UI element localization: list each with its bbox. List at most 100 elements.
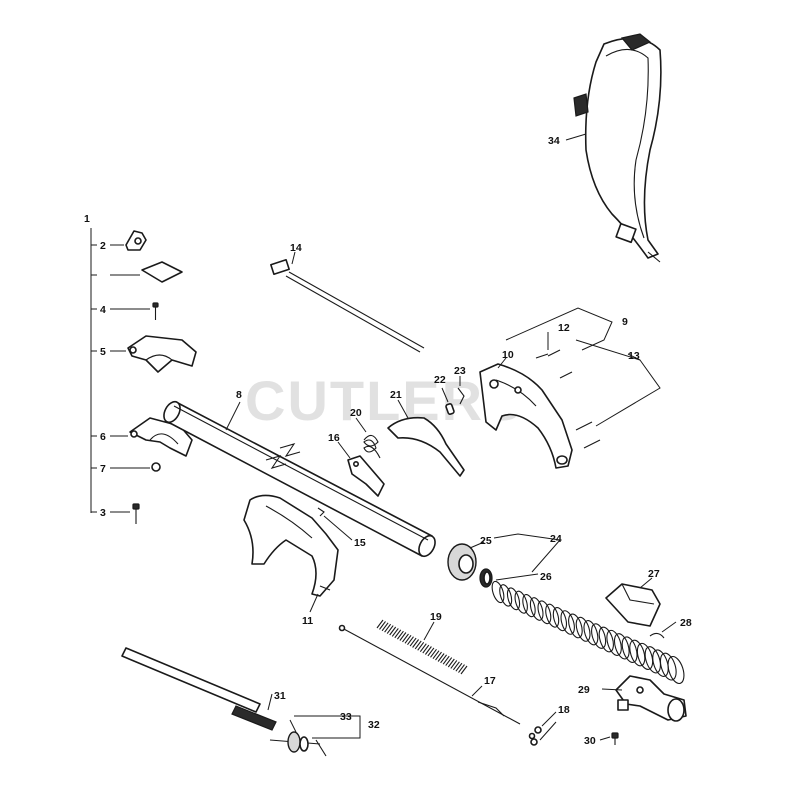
callout-30: 30 xyxy=(584,735,596,747)
callout-17: 17 xyxy=(484,675,496,687)
sleeve-coil xyxy=(452,661,460,671)
part-18-nuts xyxy=(530,726,542,746)
callout-12: 12 xyxy=(558,322,570,334)
callout-24: 24 xyxy=(550,533,562,545)
sleeve-coil xyxy=(384,623,392,633)
sleeve-coil xyxy=(407,636,414,646)
part-26-ring xyxy=(479,568,493,588)
part-21-lever xyxy=(387,416,465,477)
sleeve-coil xyxy=(432,650,440,660)
callout-6: 6 xyxy=(100,431,106,443)
spring-coil xyxy=(552,607,568,632)
callout-11: 11 xyxy=(302,615,313,627)
sleeve-coil xyxy=(376,619,384,629)
callout-8: 8 xyxy=(236,389,242,401)
callout-28: 28 xyxy=(680,617,692,629)
callout-22: 22 xyxy=(434,374,446,386)
spring-coil xyxy=(606,629,622,656)
spring-coil xyxy=(529,597,544,621)
part-30-bolt xyxy=(611,732,619,745)
part-22-pin xyxy=(445,403,455,415)
part-25-bushing xyxy=(447,543,477,581)
part-8-main-tube xyxy=(163,400,436,558)
part-29-clamp xyxy=(615,675,687,722)
callout-20: 20 xyxy=(350,407,362,419)
callout-33: 33 xyxy=(340,711,352,723)
spring-coil xyxy=(652,649,669,677)
callout-18: 18 xyxy=(558,704,570,716)
sleeve-coil xyxy=(460,665,468,675)
spring-coil xyxy=(667,655,685,685)
part-10-throttle-housing xyxy=(479,363,573,469)
part-32-shaft-end xyxy=(269,731,327,757)
spring-coil xyxy=(499,584,513,607)
callout-19: 19 xyxy=(430,611,442,623)
part-23-clip xyxy=(457,387,465,405)
callout-23: 23 xyxy=(454,365,466,377)
callout-labels: 1 2 3 4 5 6 7 8 9 10 11 12 13 14 15 16 1… xyxy=(84,135,692,747)
spring-coil xyxy=(636,642,654,670)
sleeve-coil xyxy=(442,655,450,665)
sleeve-coil xyxy=(455,662,463,672)
spring-coil xyxy=(583,620,599,646)
sleeve-coil xyxy=(447,658,455,668)
callout-15: 15 xyxy=(354,537,366,549)
sleeve-coil xyxy=(427,647,435,657)
part-4-screw xyxy=(152,302,159,320)
sleeve-coil xyxy=(379,621,386,630)
spring-coil xyxy=(514,590,528,614)
part-7-nut xyxy=(151,462,161,472)
spring-coil xyxy=(545,603,560,628)
part-16-bracket xyxy=(347,455,385,497)
sleeve-coil xyxy=(440,654,448,664)
callout-25: 25 xyxy=(480,535,492,547)
callout-3: 3 xyxy=(100,507,106,519)
sleeve-coil xyxy=(450,660,458,669)
sleeve-coil xyxy=(417,641,425,651)
spring-coil xyxy=(621,636,638,663)
part-27-cover xyxy=(605,583,661,627)
part-3-bolt xyxy=(132,503,140,524)
callout-31: 31 xyxy=(274,690,286,702)
part-label-sheet xyxy=(141,261,183,283)
sleeve-coil xyxy=(389,626,397,636)
part-14-cable-tie xyxy=(270,258,425,353)
sleeve-coil xyxy=(445,657,453,666)
part-15-pin xyxy=(317,507,325,517)
callout-27: 27 xyxy=(648,568,660,580)
callout-9: 9 xyxy=(622,316,628,328)
sleeve-coil xyxy=(437,653,445,662)
part-20-spring xyxy=(363,434,381,459)
sleeve-coil xyxy=(430,648,437,658)
part-screws xyxy=(535,349,601,449)
callout-4: 4 xyxy=(100,304,106,316)
callout-5: 5 xyxy=(100,346,106,358)
part-11-handle xyxy=(243,494,339,597)
spring-coil xyxy=(591,623,607,649)
part-24-spring xyxy=(491,580,685,685)
part-2-clip xyxy=(125,230,147,251)
sleeve-coil xyxy=(422,644,430,654)
callout-14: 14 xyxy=(290,242,302,254)
sleeve-coil xyxy=(424,646,432,655)
sleeve-coil xyxy=(399,632,407,641)
callout-1: 1 xyxy=(84,213,90,225)
bracket-group xyxy=(90,228,97,513)
sleeve-coil xyxy=(419,643,427,653)
part-17-flex-shaft xyxy=(338,624,536,740)
callout-32: 32 xyxy=(368,719,380,731)
sleeve-coil xyxy=(391,628,399,637)
spring-coil xyxy=(629,639,646,667)
callout-13: 13 xyxy=(628,350,640,362)
part-34-strap xyxy=(573,33,662,263)
spring-coil xyxy=(659,652,677,681)
sleeve-coil xyxy=(402,633,409,643)
spring-coil xyxy=(598,626,614,653)
spring-coil xyxy=(491,580,505,604)
part-31-drive-shaft xyxy=(121,647,277,731)
sleeve-coil xyxy=(394,629,402,639)
part-5-clamp-upper xyxy=(127,335,197,373)
sleeve-coil xyxy=(381,622,389,632)
sleeve-coil xyxy=(458,664,465,673)
